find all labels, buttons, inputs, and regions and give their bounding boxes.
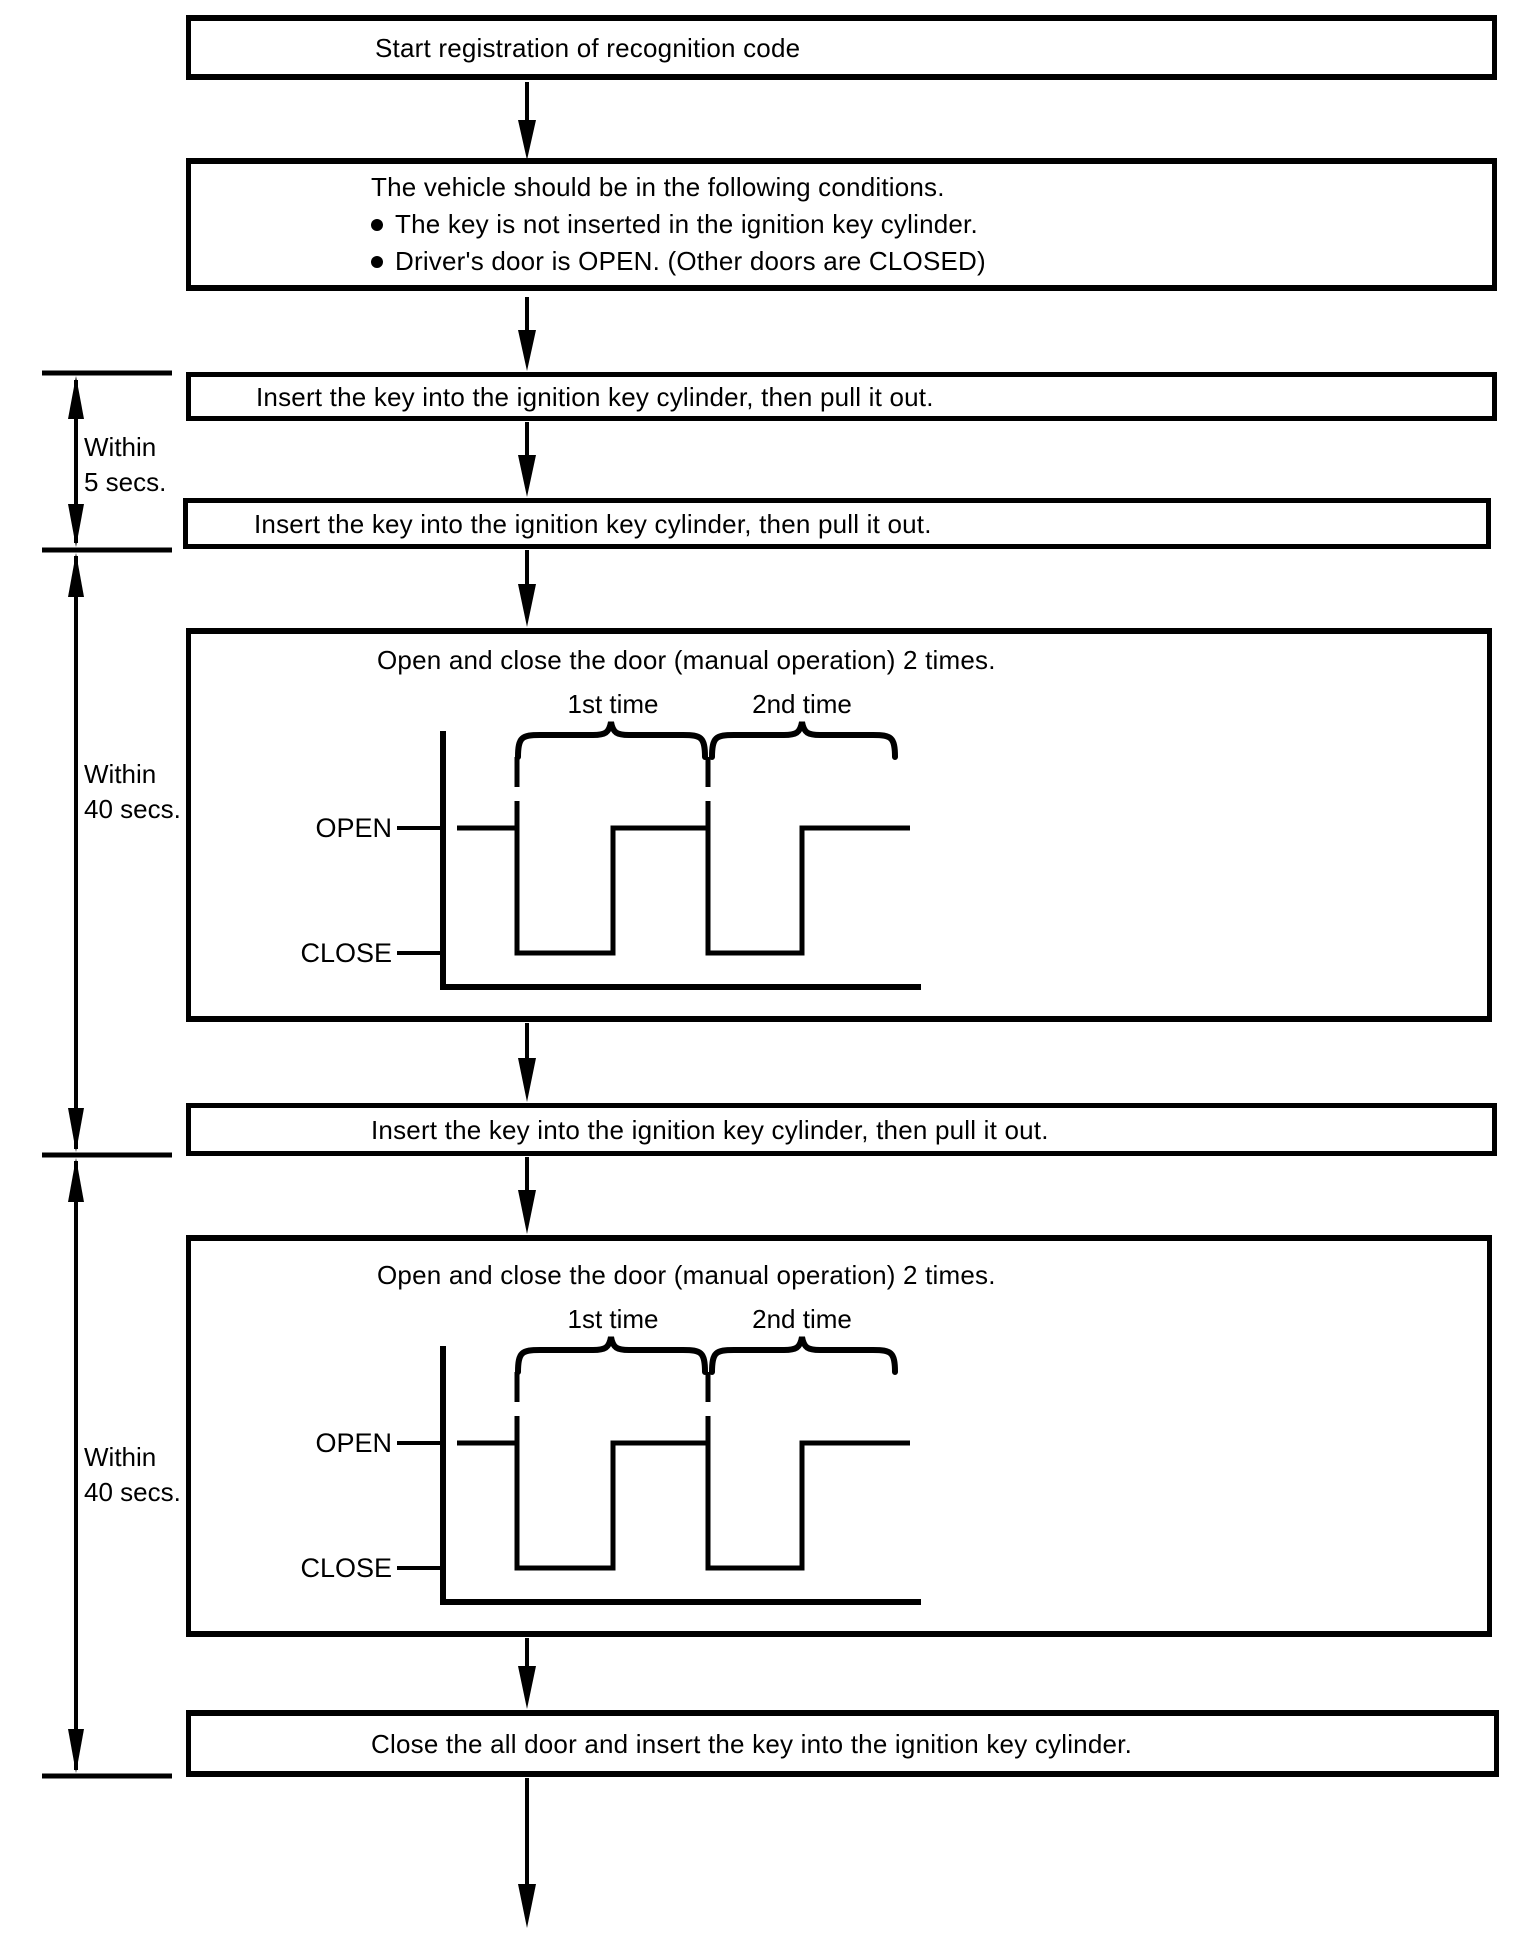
measure-arrow-5secs [68,376,84,547]
timing-label-40secs-1: Within 40 secs. [84,757,181,827]
timing-label-line: 5 secs. [84,467,167,497]
timing-label-line: Within [84,759,157,789]
second-time-label: 2nd time [752,1304,852,1334]
open-level-label: OPEN [315,1428,392,1458]
flow-step-insert-key-2: Insert the key into the ignition key cyl… [183,498,1491,549]
first-time-label: 1st time [567,689,659,719]
timing-label-line: 40 secs. [84,1477,181,1507]
open-level-label: OPEN [315,813,392,843]
bullet-icon [371,255,383,268]
flow-arrow [518,297,536,371]
bullet-text: The key is not inserted in the ignition … [395,209,978,239]
close-level-label: CLOSE [300,938,392,968]
first-time-label: 1st time [567,1304,659,1334]
second-time-label: 2nd time [752,689,852,719]
condition-bullet: The key is not inserted in the ignition … [371,206,1492,243]
step-text: Start registration of recognition code [375,32,801,63]
condition-bullet: Driver's door is OPEN. (Other doors are … [371,243,1492,280]
step-text: Insert the key into the ignition key cyl… [371,1114,1049,1145]
flow-arrow [518,1023,536,1102]
flow-arrow-final [518,1778,536,1928]
flow-arrow [518,550,536,627]
conditions-title: The vehicle should be in the following c… [371,169,1492,206]
timing-label-40secs-2: Within 40 secs. [84,1440,181,1510]
timing-label-5secs: Within 5 secs. [84,430,166,500]
timing-rail [42,370,172,1779]
step-text: Close the all door and insert the key in… [371,1728,1133,1759]
step-text: Insert the key into the ignition key cyl… [256,381,934,412]
timing-label-line: Within [84,432,157,462]
flow-step-insert-key-1: Insert the key into the ignition key cyl… [186,372,1497,421]
flow-arrow [518,422,536,497]
waveform-title: Open and close the door (manual operatio… [377,645,996,675]
timing-label-line: 40 secs. [84,794,181,824]
flow-step-insert-key-3: Insert the key into the ignition key cyl… [186,1103,1497,1156]
step-text: Insert the key into the ignition key cyl… [254,508,932,539]
timing-label-line: Within [84,1442,157,1472]
flow-step-close-doors: Close the all door and insert the key in… [186,1710,1499,1777]
step-text: The vehicle should be in the following c… [371,172,945,202]
flow-step-conditions: The vehicle should be in the following c… [186,158,1497,291]
flow-arrow [518,1638,536,1709]
waveform-title: Open and close the door (manual operatio… [377,1260,996,1290]
flow-arrow [518,1157,536,1234]
bullet-text: Driver's door is OPEN. (Other doors are … [395,246,986,276]
bullet-icon [371,218,383,231]
close-level-label: CLOSE [300,1553,392,1583]
measure-arrow-40secs-2 [68,1158,84,1773]
flow-arrow [518,82,536,160]
flow-step-start: Start registration of recognition code [186,15,1497,80]
measure-arrow-40secs-1 [68,553,84,1152]
